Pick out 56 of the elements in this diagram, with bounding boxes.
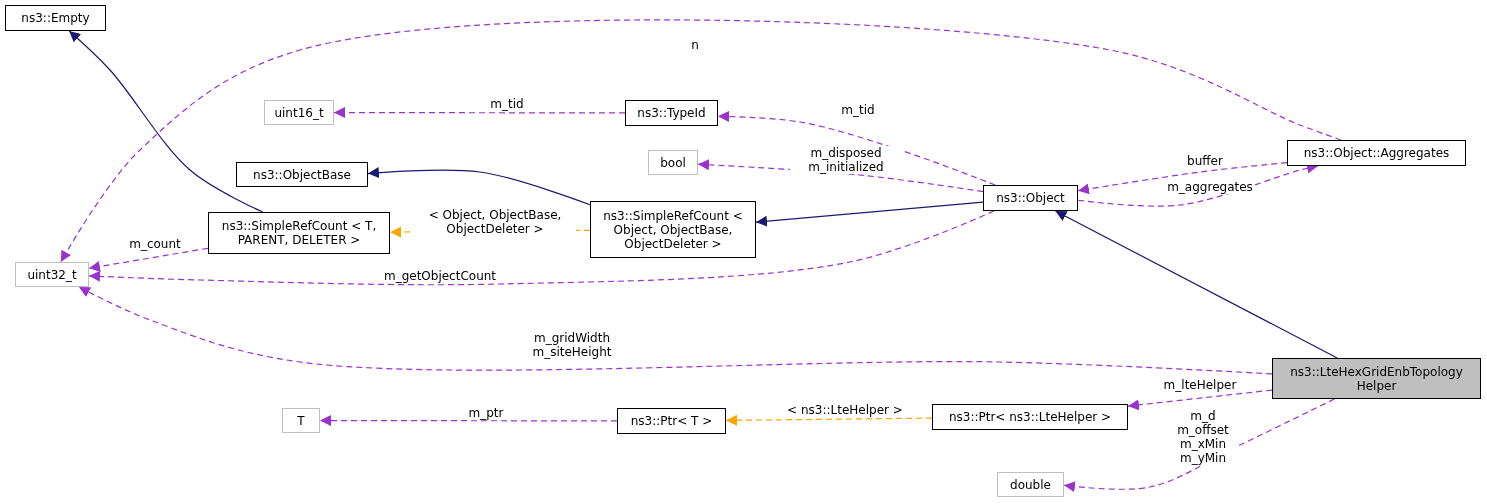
arrow [725, 414, 933, 426]
class-box [264, 100, 334, 125]
class-box [648, 150, 698, 175]
arrow [60, 19, 1342, 263]
class-box [625, 100, 718, 126]
class-name: ns3::Object [996, 191, 1065, 205]
class-box [983, 185, 1078, 211]
class-box [932, 404, 1128, 430]
class-box [1287, 140, 1466, 166]
class-name: ns3::LteHexGridEnbTopology Helper [1289, 364, 1464, 393]
inheritance-arrow [755, 201, 984, 227]
class-box [5, 5, 106, 31]
arrow [333, 107, 626, 119]
class-box [997, 472, 1064, 497]
arrow [717, 110, 996, 186]
inheritance-arrow [367, 167, 591, 206]
class-box [15, 262, 89, 287]
edge-label: m_ptr [467, 406, 505, 420]
inheritance-arrow [68, 30, 264, 213]
class-name: uint32_t [27, 267, 77, 282]
edge-label: m_disposed m_initialized [790, 146, 902, 174]
inheritance-arrow [1054, 210, 1338, 359]
edge-label: < ns3::LteHelper > [786, 403, 904, 417]
class-name: double [1010, 477, 1051, 492]
edge-label: m_aggregates [1166, 180, 1254, 194]
class-box [208, 212, 390, 254]
class-name: T [297, 413, 305, 428]
arrow [78, 286, 1273, 375]
class-name: ns3::SimpleRefCount < T, PARENT, DELETER > [220, 219, 378, 247]
arrow [88, 247, 209, 272]
class-name: ns3::Empty [21, 11, 90, 25]
edge-label: < Object, ObjectBase, ObjectDeleter > [414, 208, 576, 236]
class-box [282, 408, 320, 433]
arrow [1063, 398, 1335, 493]
class-box [617, 408, 726, 434]
edge-label: m_lteHelper [1162, 378, 1238, 392]
arrow [88, 210, 995, 286]
arrow [319, 415, 618, 427]
edge-label: m_count [128, 237, 182, 251]
class-name: ns3::Ptr< T > [630, 414, 713, 428]
edge-label: m_tid [840, 103, 876, 117]
arrow [1127, 389, 1273, 411]
class-name: ns3::Object::Aggregates [1303, 146, 1450, 160]
class-name: uint16_t [274, 105, 324, 120]
edge-label: buffer [1186, 154, 1224, 168]
arrow [1077, 162, 1288, 195]
class-name: ns3::SimpleRefCount < Object, ObjectBase, ObjectDeleter > [602, 208, 744, 251]
edge-label: m_getObjectCount [382, 269, 498, 283]
class-box [236, 162, 368, 187]
class-box [590, 201, 756, 258]
class-name: ns3::ObjectBase [253, 167, 351, 182]
class-name: ns3::Ptr< ns3::LteHelper > [948, 410, 1112, 424]
class-name: bool [660, 155, 686, 170]
edge-label: m_tid [489, 97, 525, 111]
class-name: ns3::TypeId [637, 106, 706, 120]
class-box [1272, 358, 1481, 399]
